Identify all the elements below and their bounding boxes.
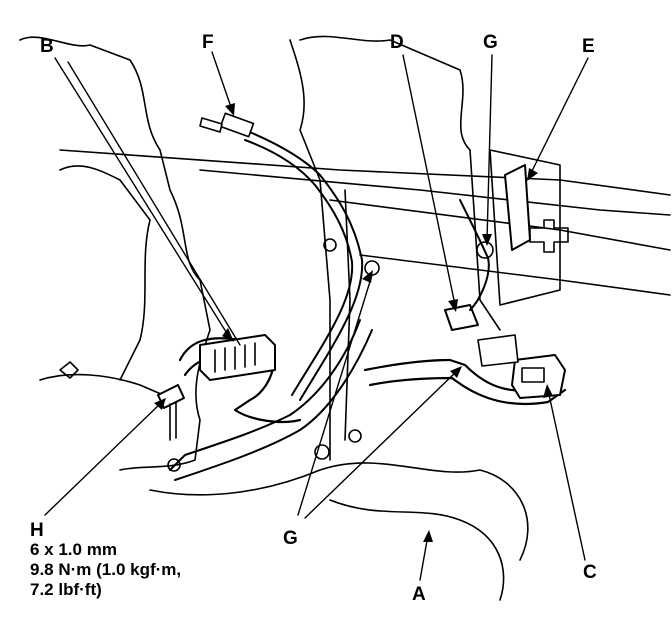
callout-label-c: C bbox=[583, 562, 597, 583]
junction-connector bbox=[477, 334, 519, 367]
callout-label-h: H bbox=[30, 520, 44, 541]
harness-strap-inner bbox=[174, 329, 373, 481]
right-side-bracket-connector bbox=[529, 219, 569, 253]
mounting-hole bbox=[323, 238, 337, 252]
floor-panel-lower bbox=[149, 462, 529, 561]
arrowhead-f bbox=[225, 103, 235, 116]
floor-panel-lower-2 bbox=[329, 499, 505, 601]
harness-wire-upper bbox=[459, 199, 490, 311]
fastener-size: 6 x 1.0 mm bbox=[30, 540, 117, 559]
right-upper-structure bbox=[299, 35, 501, 331]
arrowhead-g-top bbox=[482, 234, 492, 246]
arrowhead-c bbox=[543, 384, 553, 398]
right-beam bbox=[329, 199, 671, 251]
upper-beam bbox=[59, 149, 671, 196]
leader-g-top bbox=[486, 54, 493, 241]
leader-a bbox=[419, 534, 429, 581]
callout-label-e: E bbox=[582, 36, 595, 57]
arrowhead-d bbox=[448, 299, 458, 312]
callout-label-f: F bbox=[202, 32, 214, 53]
fastener-spec: 6 x 1.0 mm 9.8 N·m (1.0 kgf·m, 7.2 lbf·f… bbox=[30, 520, 181, 600]
leader-c bbox=[547, 389, 586, 561]
leader-b-2 bbox=[67, 61, 241, 346]
callout-label-g-top: G bbox=[483, 32, 498, 53]
arrowhead-a bbox=[423, 530, 433, 542]
cable-f-tip bbox=[199, 117, 223, 133]
leader-e bbox=[529, 57, 589, 176]
right-beam-lower bbox=[359, 254, 671, 296]
arrowhead-g-bottom-left bbox=[362, 270, 373, 283]
leader-d bbox=[402, 54, 456, 306]
arrowhead-b bbox=[222, 328, 234, 342]
cable-f-end-fitting bbox=[219, 112, 255, 138]
harness-main-loom bbox=[178, 337, 302, 424]
callout-label-d: D bbox=[390, 32, 404, 53]
mounting-hole bbox=[314, 444, 330, 460]
harness-strap bbox=[169, 319, 361, 471]
callout-label-a: A bbox=[412, 584, 426, 605]
cable-f bbox=[239, 127, 364, 401]
mounting-hole bbox=[348, 429, 362, 443]
arrowhead-e bbox=[527, 168, 538, 181]
connector-b-ribs bbox=[214, 342, 256, 373]
connector-b bbox=[199, 334, 276, 381]
connector-d bbox=[444, 304, 479, 331]
leader-g-bottom-right bbox=[304, 369, 459, 519]
center-pillar bbox=[289, 39, 331, 461]
left-lower-structure bbox=[39, 373, 176, 401]
bolt-h bbox=[157, 384, 185, 472]
left-body-panel-inner bbox=[59, 165, 151, 381]
callout-label-g-bottom: G bbox=[283, 528, 298, 549]
leader-b bbox=[54, 57, 229, 336]
arrowhead-h bbox=[154, 398, 166, 410]
cable-f-outer bbox=[244, 139, 354, 396]
leader-f bbox=[211, 51, 233, 111]
center-pillar-inner bbox=[344, 189, 351, 441]
connector-c bbox=[511, 354, 566, 399]
leader-g-bottom-left bbox=[297, 274, 373, 516]
connector-e bbox=[504, 164, 531, 251]
callout-label-b: B bbox=[40, 36, 54, 57]
fastener-torque-imperial: 7.2 lbf·ft) bbox=[30, 580, 102, 599]
connector-c-port bbox=[521, 367, 545, 383]
arrowhead-g-bottom-right bbox=[450, 366, 462, 378]
harness-to-right-lower bbox=[368, 376, 567, 406]
harness-clip-g-top bbox=[476, 241, 494, 259]
fastener-torque-metric: 9.8 N·m (1.0 kgf·m, bbox=[30, 560, 182, 579]
left-edge-bracket bbox=[59, 361, 79, 379]
leader-h bbox=[44, 401, 163, 516]
left-body-panel bbox=[19, 36, 211, 471]
